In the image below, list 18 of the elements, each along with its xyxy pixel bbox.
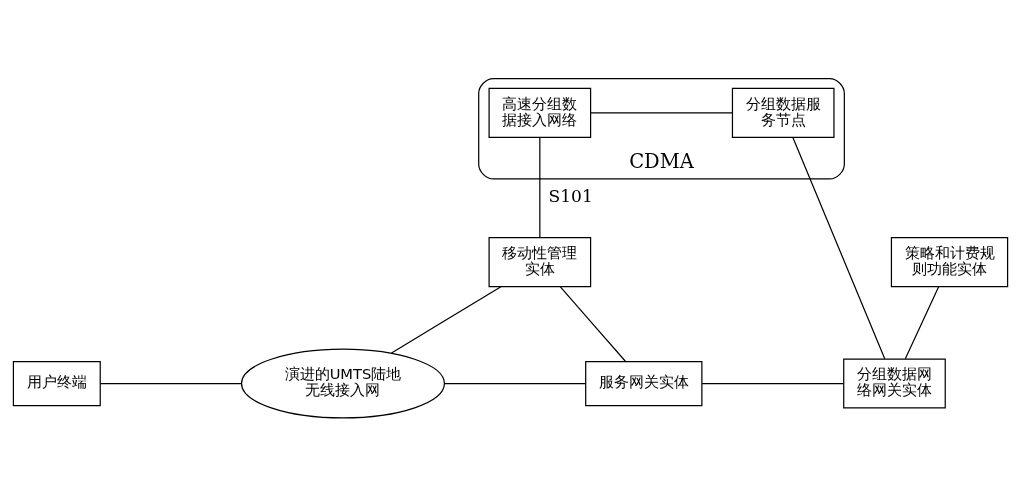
edge-label: S101 [548,185,593,206]
node-box: 用户终端 [12,360,101,406]
node-box: 服务网关实体 [585,360,703,406]
node-box: 移动性管理实体 [488,236,592,287]
connector [444,382,587,384]
node-box: 高速分组数据接入网络 [488,87,592,138]
connector [99,382,243,384]
connector [539,136,541,238]
node-box: 策略和计费规则功能实体 [890,236,1009,287]
connector [559,285,626,362]
connector [701,382,844,384]
connector [904,285,940,359]
node-box: 分组数据网络网关实体 [843,357,946,409]
connector [590,111,734,114]
node-box: 分组数据服务节点 [731,87,835,138]
connector [390,285,502,354]
node-ellipse: 演进的UMTS陆地无线接入网 [240,348,446,418]
connector [792,136,886,359]
